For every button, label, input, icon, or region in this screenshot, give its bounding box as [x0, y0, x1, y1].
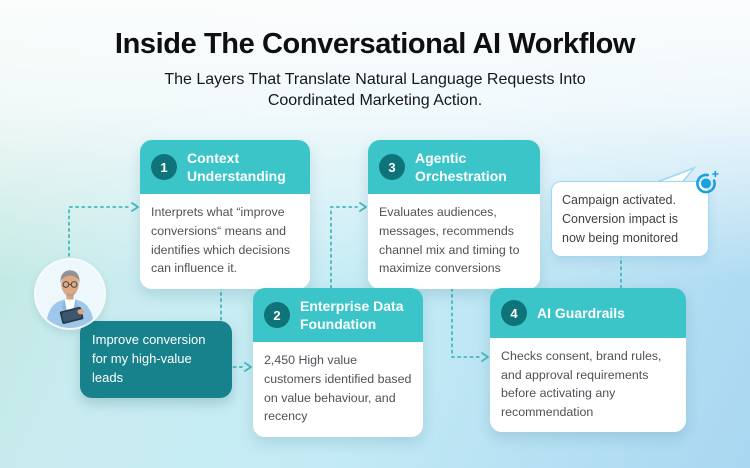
- user-avatar: [36, 260, 104, 328]
- step-card-agentic-orchestration: 3 Agentic Orchestration Evaluates audien…: [368, 140, 540, 289]
- step-card-ai-guardrails: 4 AI Guardrails Checks consent, brand ru…: [490, 288, 686, 433]
- step4-number-badge: 4: [501, 300, 527, 326]
- connector-step2-to-step3: [330, 206, 358, 289]
- step-card-context-understanding: 1 Context Understanding Interprets what …: [140, 140, 310, 289]
- step2-number-badge: 2: [264, 302, 290, 329]
- step1-title: Context Understanding: [187, 150, 286, 185]
- connector-user-to-step1: [68, 206, 131, 263]
- arrowhead-icon: [131, 202, 139, 212]
- result-card: Campaign activated. Conversion impact is…: [551, 181, 709, 258]
- step2-header: 2 Enterprise Data Foundation: [253, 288, 423, 343]
- arrowhead-icon: [359, 202, 367, 212]
- step1-description: Interprets what “improve conversions“ me…: [140, 194, 310, 289]
- step3-number-badge: 3: [379, 154, 405, 181]
- step3-description: Evaluates audiences, messages, recommend…: [368, 194, 540, 289]
- page-title: Inside The Conversational AI Workflow: [114, 28, 636, 60]
- step2-title: Enterprise Data Foundation: [300, 298, 404, 333]
- step4-header: 4 AI Guardrails: [490, 288, 686, 338]
- step3-header: 3 Agentic Orchestration: [368, 140, 540, 195]
- step1-header: 1 Context Understanding: [140, 140, 310, 195]
- step2-description: 2,450 High value customers identified ba…: [253, 342, 423, 437]
- step3-title: Agentic Orchestration: [415, 150, 507, 185]
- step4-description: Checks consent, brand rules, and approva…: [490, 338, 686, 433]
- step-card-enterprise-data-foundation: 2 Enterprise Data Foundation 2,450 High …: [253, 288, 423, 437]
- person-with-tablet-illustration: [36, 260, 104, 328]
- page-subtitle-line-2: Coordinated Marketing Action.: [267, 92, 483, 110]
- page-subtitle: The Layers That Translate Natural Langua…: [0, 69, 750, 111]
- arrowhead-icon: [481, 352, 489, 362]
- step4-title: AI Guardrails: [537, 304, 625, 321]
- page-subtitle-line-1: The Layers That Translate Natural Langua…: [164, 71, 586, 88]
- arrowhead-icon: [244, 362, 252, 372]
- monitoring-target-icon: [694, 170, 719, 195]
- step1-number-badge: 1: [151, 154, 177, 181]
- user-message-bubble: Improve conversion for my high-value lea…: [80, 321, 232, 398]
